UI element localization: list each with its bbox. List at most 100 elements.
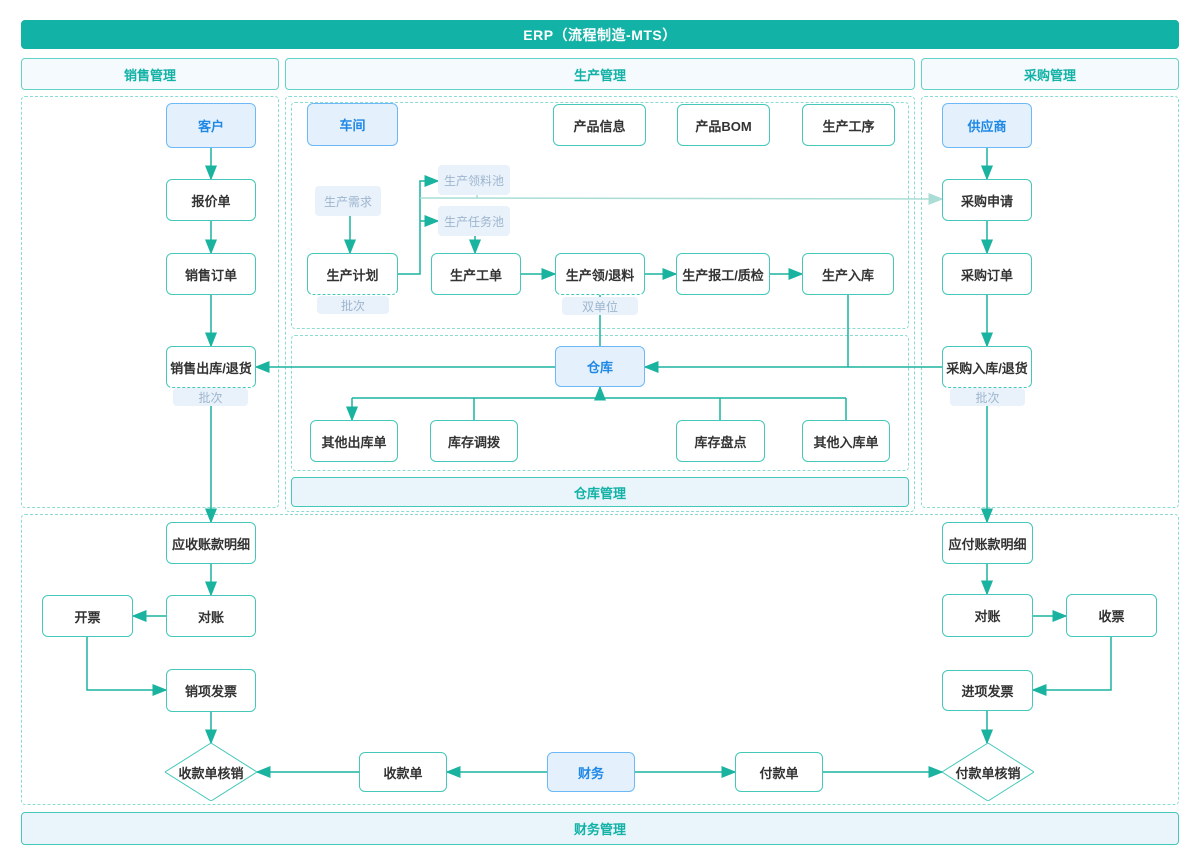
section-header-production: 生产管理 — [285, 58, 915, 90]
region-sales — [21, 96, 279, 508]
node-ap-details[interactable]: 应付账款明细 — [942, 522, 1033, 564]
node-receipt-writeoff-label: 收款单核销 — [178, 765, 244, 781]
node-warehouse[interactable]: 仓库 — [555, 346, 645, 387]
tag-batch-purchase-inbound-label: 批次 — [975, 390, 1000, 405]
region-purchase — [921, 96, 1179, 508]
node-other-inbound[interactable]: 其他入库单 — [802, 420, 890, 462]
node-inventory-transfer[interactable]: 库存调拨 — [430, 420, 518, 462]
node-receipt-writeoff[interactable]: 收款单核销 — [165, 743, 257, 801]
node-purchase-request[interactable]: 采购申请 — [942, 179, 1032, 221]
tag-dual-unit-label: 双单位 — [581, 299, 618, 314]
node-sales-order[interactable]: 销售订单 — [166, 253, 256, 295]
flow-arrow — [1031, 637, 1112, 696]
node-workshop-label: 车间 — [339, 118, 366, 133]
diagram-title: ERP（流程制造-MTS） — [523, 26, 677, 43]
node-ap-details-label: 应付账款明细 — [948, 536, 1027, 552]
node-product-info[interactable]: 产品信息 — [553, 104, 646, 146]
node-reconciliation-ar[interactable]: 对账 — [166, 595, 256, 637]
node-payment-writeoff-label: 付款单核销 — [955, 765, 1021, 781]
region-production-outer — [285, 96, 915, 512]
tag-production-task-pool-label: 生产任务池 — [443, 214, 504, 229]
node-other-inbound-label: 其他入库单 — [813, 434, 879, 450]
node-sales-order-label: 销售订单 — [184, 267, 237, 283]
node-output-invoice[interactable]: 销项发票 — [166, 669, 256, 712]
node-payment-label: 付款单 — [759, 765, 799, 781]
node-finance-label: 财务 — [577, 765, 604, 781]
bar-warehouse-management: 仓库管理 — [291, 477, 909, 507]
flow-arrow — [86, 637, 168, 696]
node-finance[interactable]: 财务 — [547, 752, 635, 792]
node-workshop[interactable]: 车间 — [307, 103, 398, 146]
node-purchase-order[interactable]: 采购订单 — [942, 253, 1032, 295]
section-header-production-label: 生产管理 — [573, 67, 626, 83]
node-receipt-writeoff-shape — [165, 743, 257, 801]
node-receive-invoice[interactable]: 收票 — [1066, 594, 1157, 637]
node-inventory-count[interactable]: 库存盘点 — [676, 420, 765, 462]
tag-production-material-pool-label: 生产领料池 — [443, 173, 504, 188]
node-reconciliation-ap[interactable]: 对账 — [942, 594, 1033, 637]
bar-warehouse-management-label: 仓库管理 — [573, 485, 626, 501]
node-payment[interactable]: 付款单 — [735, 752, 823, 792]
node-supplier[interactable]: 供应商 — [942, 103, 1032, 148]
tag-batch-sales-outbound-label: 批次 — [198, 390, 223, 405]
node-receipt-label: 收款单 — [383, 765, 423, 781]
node-invoicing-label: 开票 — [74, 609, 101, 625]
node-other-outbound[interactable]: 其他出库单 — [310, 420, 398, 462]
section-header-sales-label: 销售管理 — [123, 67, 176, 83]
node-production-reporting-qc-label: 生产报工/质检 — [682, 267, 764, 283]
tag-batch-purchase-inbound: 批次 — [950, 388, 1025, 406]
bar-finance-management: 财务管理 — [21, 812, 1179, 845]
node-production-work-order[interactable]: 生产工单 — [431, 253, 521, 295]
node-quotation-label: 报价单 — [191, 193, 231, 209]
node-invoicing[interactable]: 开票 — [42, 595, 133, 637]
section-header-purchase-label: 采购管理 — [1023, 67, 1076, 83]
node-supplier-label: 供应商 — [967, 119, 1007, 134]
node-production-material-issue-return[interactable]: 生产领/退料 — [555, 253, 645, 295]
node-purchase-order-label: 采购订单 — [960, 267, 1013, 283]
node-production-material-issue-return-label: 生产领/退料 — [565, 267, 635, 283]
node-warehouse-label: 仓库 — [586, 360, 613, 375]
node-reconciliation-ar-label: 对账 — [197, 609, 224, 625]
node-sales-outbound-return[interactable]: 销售出库/退货 — [166, 346, 256, 388]
node-product-info-label: 产品信息 — [573, 118, 626, 134]
node-quotation[interactable]: 报价单 — [166, 179, 256, 221]
node-customer[interactable]: 客户 — [166, 103, 256, 148]
node-payment-writeoff-shape — [942, 743, 1034, 801]
node-output-invoice-label: 销项发票 — [184, 684, 237, 699]
node-reconciliation-ap-label: 对账 — [974, 609, 1001, 624]
node-product-bom-label: 产品BOM — [695, 118, 752, 134]
node-purchase-request-label: 采购申请 — [960, 193, 1013, 209]
node-production-process-label: 生产工序 — [822, 118, 875, 134]
node-input-invoice[interactable]: 进项发票 — [942, 670, 1033, 711]
tag-production-task-pool: 生产任务池 — [438, 206, 510, 236]
node-ar-details[interactable]: 应收账款明细 — [166, 522, 256, 564]
flow-arrow — [419, 192, 944, 205]
tag-production-demand-label: 生产需求 — [323, 194, 372, 209]
tag-batch-production-plan-label: 批次 — [340, 298, 365, 313]
tag-production-demand: 生产需求 — [315, 186, 381, 216]
node-product-bom[interactable]: 产品BOM — [677, 104, 770, 146]
tag-batch-sales-outbound: 批次 — [173, 388, 248, 406]
flow-arrow — [398, 175, 440, 275]
node-production-plan[interactable]: 生产计划 — [307, 253, 398, 295]
node-sales-outbound-return-label: 销售出库/退货 — [170, 360, 252, 376]
node-production-inbound-label: 生产入库 — [821, 267, 874, 283]
node-inventory-count-label: 库存盘点 — [694, 434, 747, 450]
node-receipt[interactable]: 收款单 — [359, 752, 447, 792]
section-header-purchase: 采购管理 — [921, 58, 1179, 90]
node-receive-invoice-label: 收票 — [1098, 609, 1125, 624]
node-production-process[interactable]: 生产工序 — [802, 104, 895, 146]
node-production-plan-label: 生产计划 — [326, 267, 379, 283]
tag-production-material-pool: 生产领料池 — [438, 165, 510, 195]
tag-batch-production-plan: 批次 — [317, 296, 389, 314]
node-payment-writeoff[interactable]: 付款单核销 — [942, 743, 1034, 801]
node-inventory-transfer-label: 库存调拨 — [447, 434, 500, 450]
bar-finance-management-label: 财务管理 — [573, 822, 626, 837]
node-purchase-inbound-return[interactable]: 采购入库/退货 — [942, 346, 1032, 388]
region-finance — [21, 514, 1179, 805]
node-production-reporting-qc[interactable]: 生产报工/质检 — [676, 253, 770, 295]
diagram-title-banner: ERP（流程制造-MTS） — [21, 20, 1179, 49]
node-production-inbound[interactable]: 生产入库 — [802, 253, 894, 295]
